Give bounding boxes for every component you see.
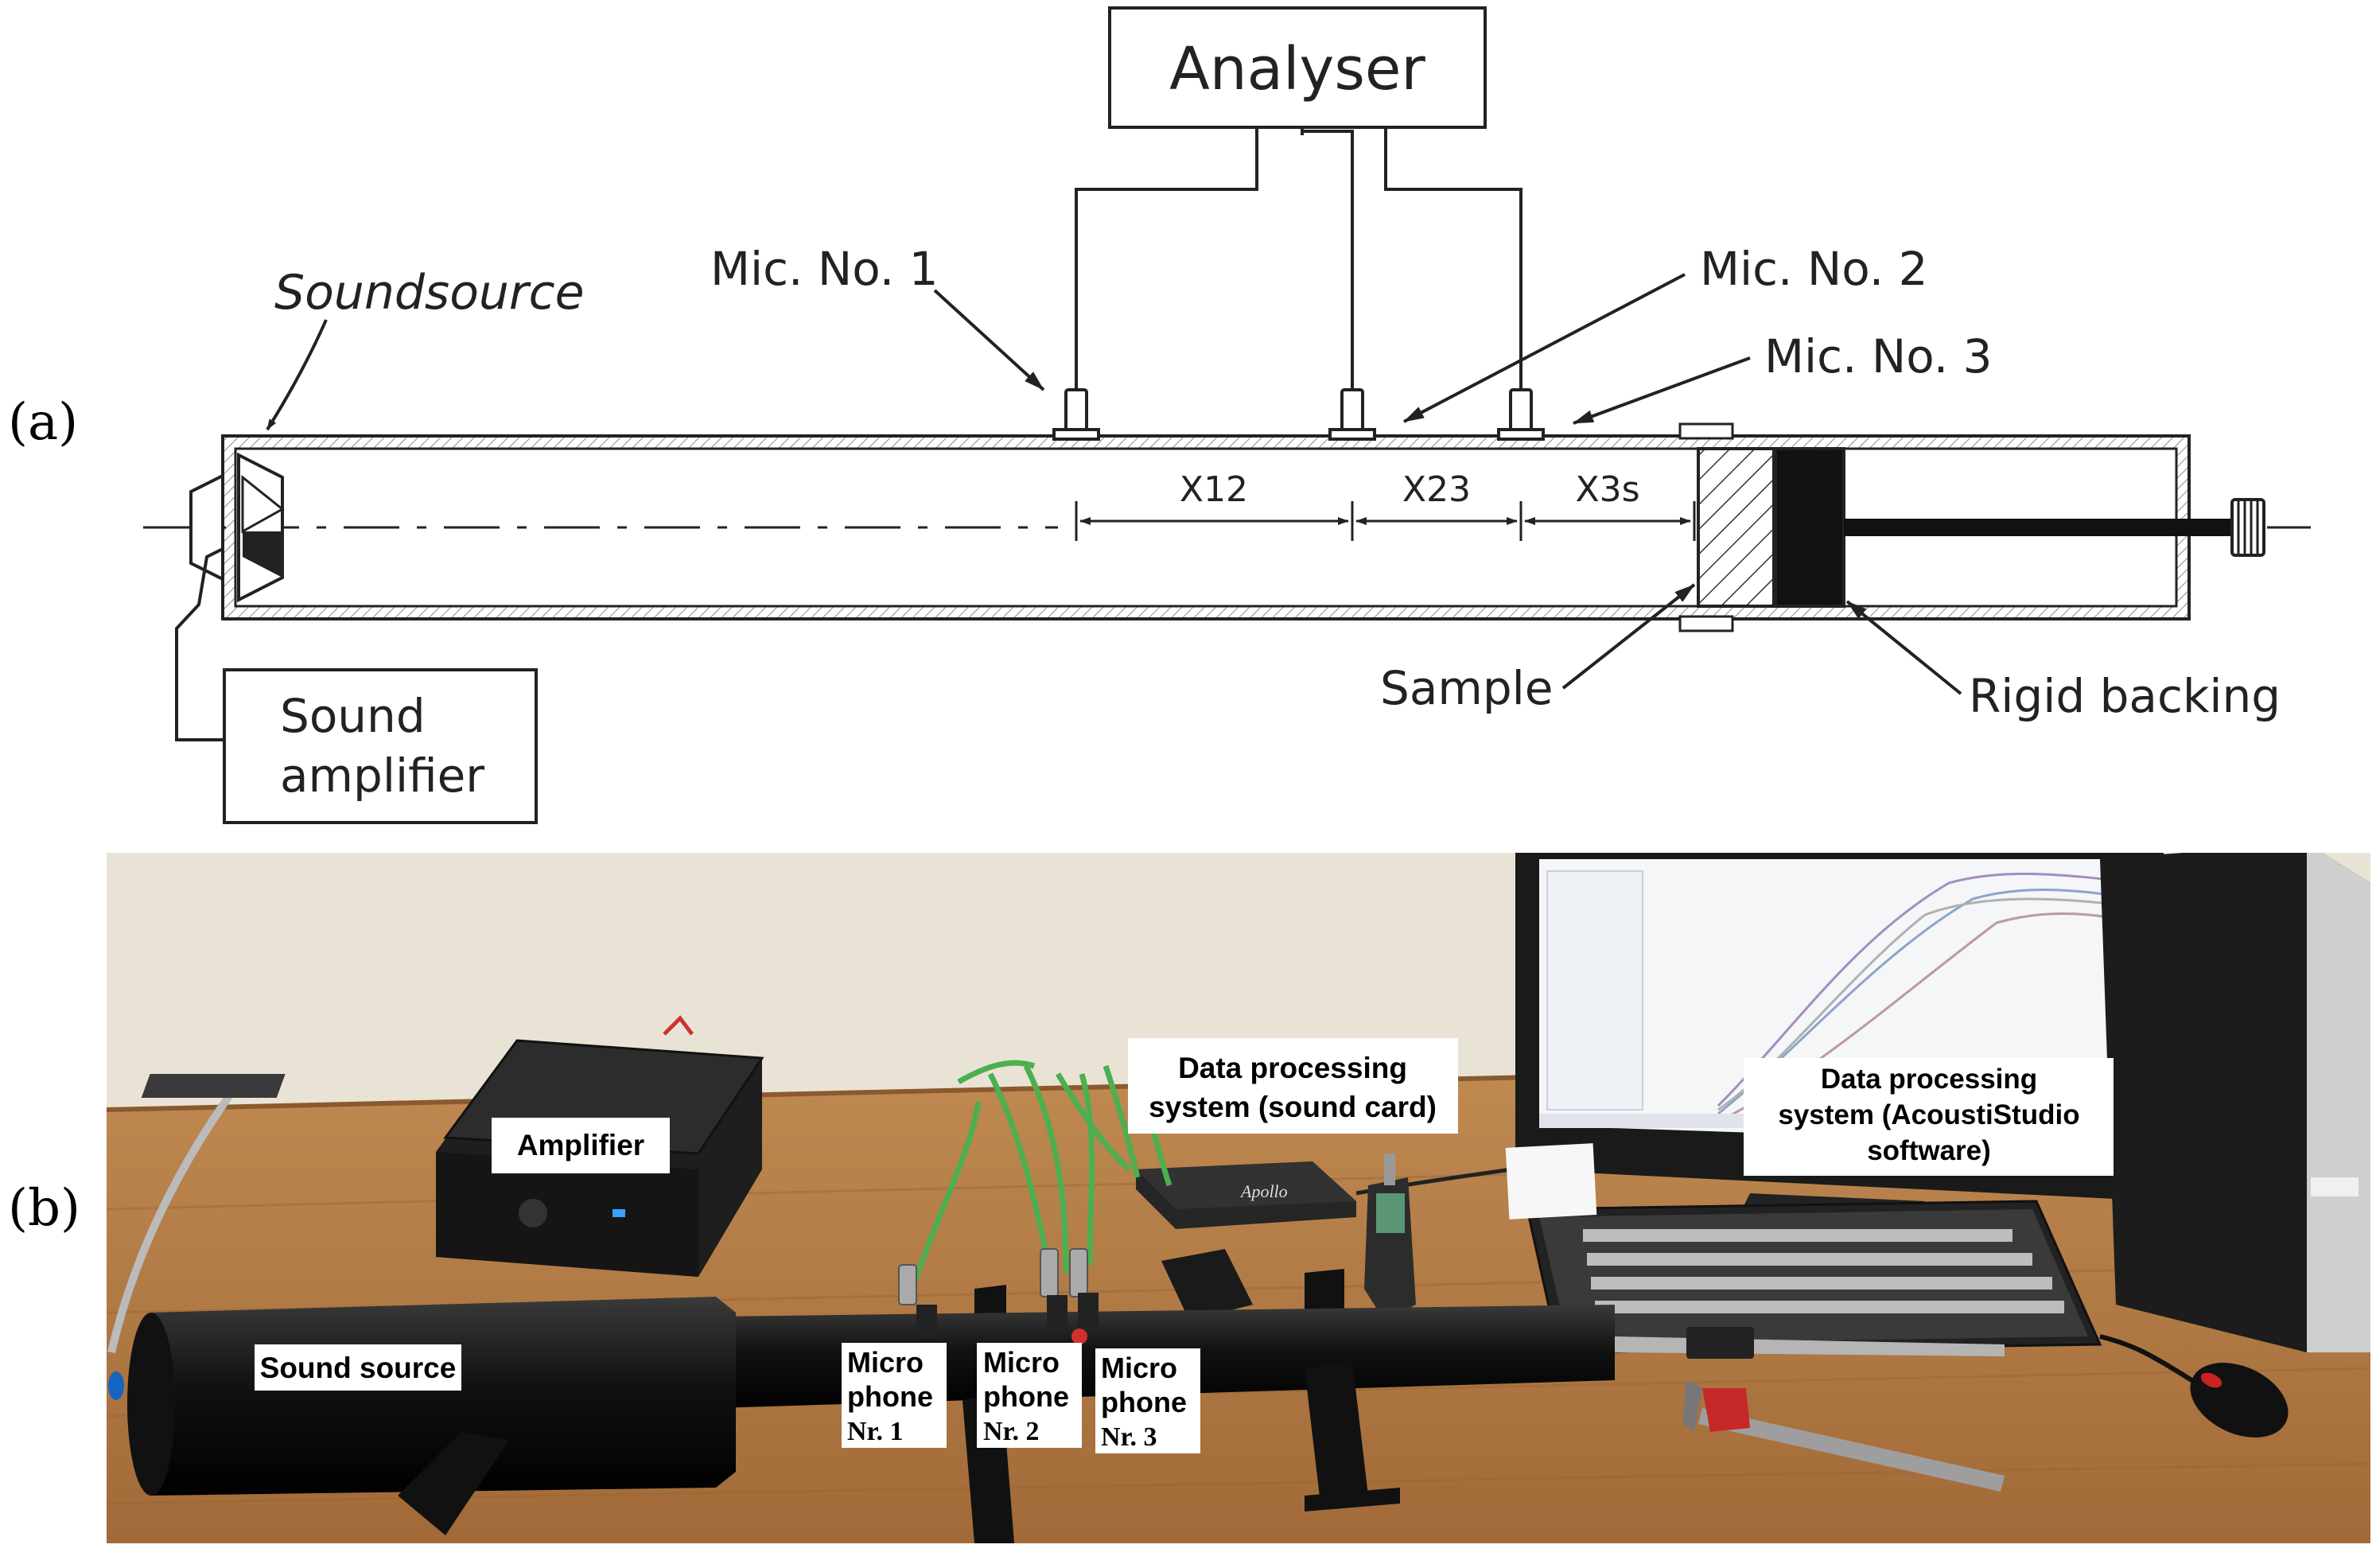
piston-rod (1844, 519, 2235, 536)
x12-label: X12 (1180, 469, 1248, 510)
analyser-cables (1075, 127, 1522, 390)
svg-text:system (sound card): system (sound card) (1149, 1091, 1437, 1123)
rigid-backing-label: Rigid backing (1969, 669, 2281, 723)
sample-holder-top (1678, 422, 1734, 440)
svg-text:Data processing: Data processing (1821, 1064, 2037, 1095)
x3s-label: X3s (1575, 469, 1639, 510)
sample-arrow (1561, 583, 1696, 690)
label-microphone-1: Micro phone Nr. 1 (842, 1343, 947, 1448)
pc-tower (2100, 853, 2370, 1352)
svg-text:Nr. 2: Nr. 2 (983, 1417, 1040, 1446)
mic-3 (1497, 388, 1545, 441)
sample-block (1697, 447, 1775, 608)
sound-amplifier-label-2: amplifier (280, 749, 484, 803)
mic-2 (1328, 388, 1376, 441)
analyser-label: Analyser (1169, 35, 1425, 103)
sample-label: Sample (1380, 661, 1553, 715)
svg-text:Sound source: Sound source (260, 1352, 457, 1384)
mic1-label: Mic. No. 1 (710, 242, 939, 296)
analyser-box (1108, 6, 1487, 129)
loudspeaker-icon (175, 452, 285, 741)
label-microphone-3: Micro phone Nr. 3 (1095, 1348, 1200, 1453)
mic-connectors (898, 1248, 1088, 1305)
rigid-backing-arrow (1845, 600, 1962, 695)
piston-knob (2230, 498, 2265, 557)
svg-text:Micro: Micro (847, 1346, 924, 1379)
sample-holder-bottom (1678, 615, 1734, 632)
mic-cables (904, 1060, 1172, 1306)
svg-text:phone: phone (1101, 1386, 1187, 1418)
svg-text:Amplifier: Amplifier (517, 1129, 644, 1161)
sound-level-meter (1364, 1153, 1416, 1321)
panel-a-label: (a) (8, 393, 78, 452)
sticky-note (1505, 1143, 1597, 1220)
mic-1 (1052, 388, 1100, 441)
mic3-label: Mic. No. 3 (1764, 329, 1993, 383)
apollo-brand: Apollo (1239, 1181, 1288, 1201)
label-data-processing-sound-card: Data processing system (sound card) (1128, 1038, 1458, 1134)
panel-b-photo: (b) (8, 853, 2370, 1543)
panel-a-schematic: (a) Analyser (8, 6, 2311, 824)
svg-text:Data processing: Data processing (1178, 1052, 1407, 1084)
rigid-backing-block (1774, 447, 1845, 608)
svg-text:phone: phone (983, 1380, 1069, 1413)
mic1-arrow (933, 289, 1045, 391)
mic2-arrow (1403, 273, 1686, 423)
sound-amplifier-box (223, 668, 538, 824)
label-amplifier: Amplifier (492, 1118, 670, 1173)
svg-text:Micro: Micro (983, 1346, 1060, 1379)
mic3-arrow (1573, 356, 1751, 425)
keyboard (1526, 1200, 2102, 1354)
sound-card-device: Apollo (1136, 1161, 1512, 1229)
sound-amplifier-label-1: Sound (280, 689, 426, 743)
caliper (1682, 1380, 2005, 1492)
x23-label: X23 (1402, 469, 1471, 510)
mic2-label: Mic. No. 2 (1700, 242, 1928, 296)
dimension-lines (1075, 501, 1696, 541)
svg-text:Micro: Micro (1101, 1352, 1177, 1384)
label-sound-source: Sound source (255, 1344, 461, 1391)
svg-text:system (AcoustiStudio: system (AcoustiStudio (1778, 1099, 2079, 1130)
label-data-processing-software: Data processing system (AcoustiStudio so… (1744, 1058, 2114, 1176)
panel-b-label: (b) (8, 1179, 80, 1238)
svg-text:phone: phone (847, 1380, 933, 1413)
svg-text:software): software) (1867, 1135, 1991, 1166)
label-microphone-2: Micro phone Nr. 2 (977, 1343, 1082, 1448)
soundsource-arrow (266, 319, 328, 431)
svg-text:Nr. 1: Nr. 1 (847, 1417, 904, 1446)
small-device (1161, 1249, 1253, 1321)
soundsource-label: Soundsource (274, 265, 585, 321)
svg-text:Nr. 3: Nr. 3 (1101, 1422, 1157, 1452)
